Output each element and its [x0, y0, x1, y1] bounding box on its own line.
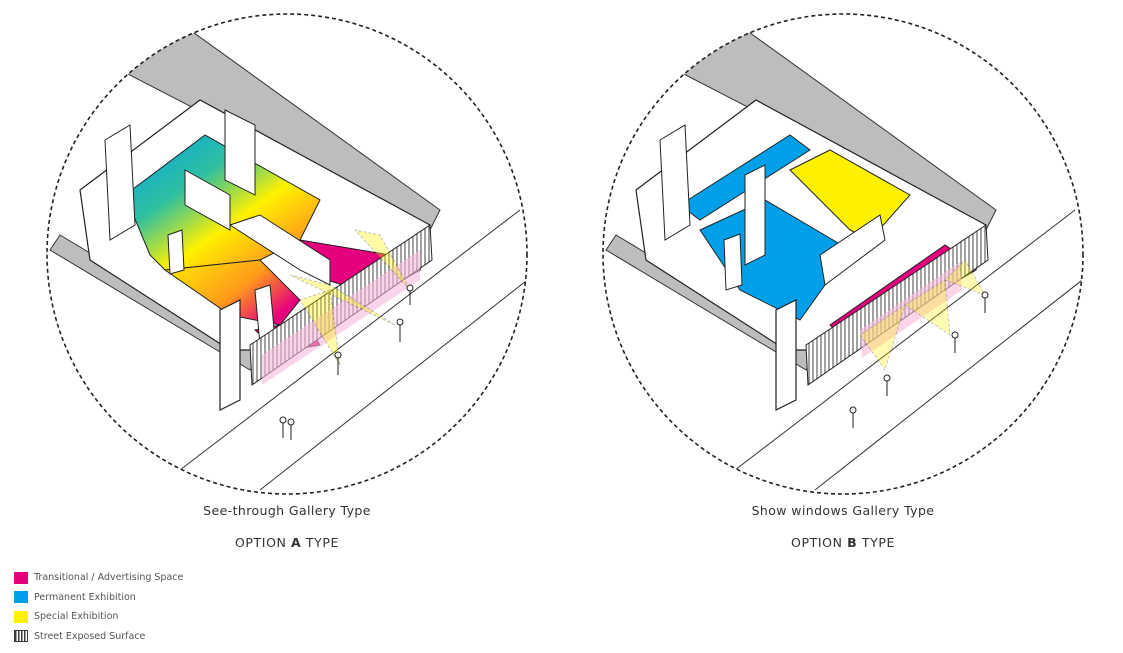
option-letter: B [847, 535, 858, 550]
exterior-wall [219, 299, 241, 411]
legend-label: Transitional / Advertising Space [34, 572, 184, 584]
legend-label: Permanent Exhibition [34, 591, 136, 603]
axonometric-model-b [605, 29, 1083, 491]
option-suffix: TYPE [305, 535, 340, 550]
legend-label: Special Exhibition [34, 611, 119, 623]
exterior-wall [775, 299, 797, 411]
focus-circle [46, 13, 528, 495]
view-cone [289, 274, 396, 326]
diagram-option-a [46, 13, 528, 495]
interior-wall [744, 164, 766, 266]
hatch-swatch-icon [14, 630, 28, 643]
legend-item-special: Special Exhibition [14, 607, 183, 627]
legend-item-transitional: Transitional / Advertising Space [14, 568, 183, 588]
interior-wall [184, 169, 231, 231]
option-letter: A [291, 535, 302, 550]
swatch-icon [14, 610, 28, 623]
interior-wall [104, 124, 136, 241]
view-cone [299, 289, 341, 366]
swatch-icon [14, 571, 28, 584]
pillar [167, 229, 185, 275]
diagram-b-option-label: OPTION B TYPE [743, 535, 943, 550]
street-line [259, 269, 527, 491]
legend-item-street: Street Exposed Surface [14, 627, 183, 647]
view-cone [353, 229, 411, 291]
street-line [179, 209, 521, 471]
pedestrian-figures [279, 284, 414, 440]
pedestrian-figures [849, 291, 989, 428]
diagram-b-caption: Show windows Gallery Type [751, 503, 935, 518]
swatch-icon [14, 591, 28, 604]
view-cone [904, 279, 951, 336]
legend-item-permanent: Permanent Exhibition [14, 588, 183, 608]
diagram-option-b [602, 13, 1084, 495]
glazing [262, 250, 420, 385]
pillar [723, 233, 743, 291]
legend: Transitional / Advertising Space Permane… [14, 568, 183, 646]
street-line [734, 209, 1076, 471]
interior-wall [224, 109, 256, 196]
axonometric-model-a [49, 29, 527, 491]
glazing [860, 262, 962, 358]
diagram-a-caption: See-through Gallery Type [203, 503, 371, 518]
option-suffix: TYPE [861, 535, 895, 550]
street-line [814, 269, 1083, 491]
option-prefix: OPTION [234, 535, 287, 550]
legend-label: Street Exposed Surface [34, 630, 146, 642]
interior-wall [819, 214, 886, 286]
diagram-a-option-label: OPTION A TYPE [187, 535, 387, 550]
focus-circle [602, 13, 1084, 495]
interior-wall [228, 214, 331, 286]
interior-wall [659, 124, 691, 241]
view-cone [859, 304, 906, 371]
view-cone [944, 259, 986, 296]
option-prefix: OPTION [791, 535, 843, 550]
